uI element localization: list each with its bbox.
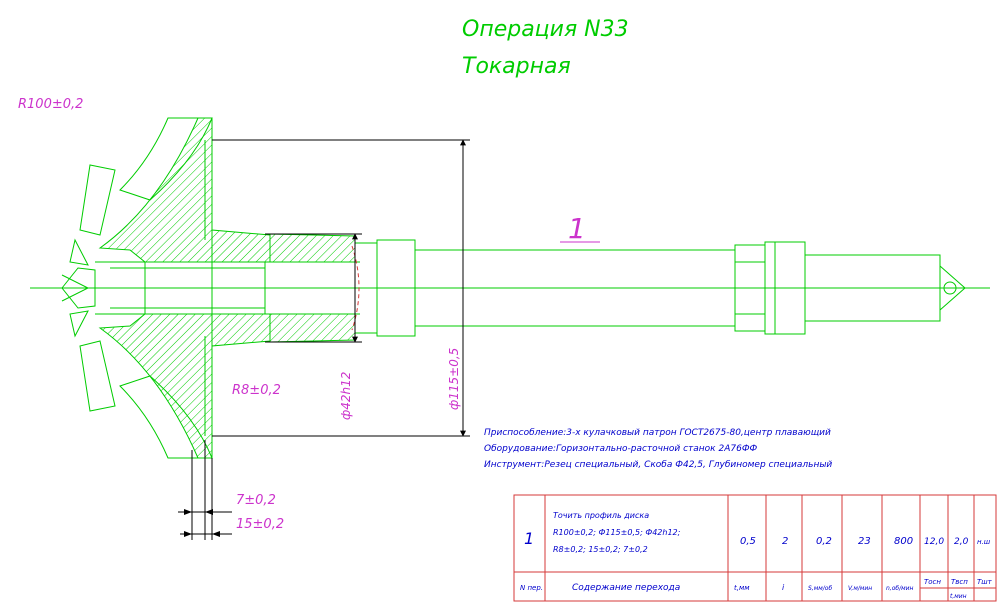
note-fixture: Приспособление:3-х кулачковый патрон ГОС… <box>484 428 831 438</box>
table-cell-2: 2 <box>782 536 788 547</box>
table-header-2: i <box>782 583 785 592</box>
dim-d115-label: ф115±0,5 <box>447 348 461 410</box>
table-header-7: Твсп <box>951 578 968 586</box>
table-row-num: 1 <box>524 529 534 548</box>
operation-title: Операция N33 <box>462 17 629 42</box>
table-cell-3: 0,2 <box>816 536 832 547</box>
dim-d42: ф42h12 <box>265 233 362 420</box>
table-header-5: n,об/мин <box>886 585 914 592</box>
table-cell-7: 2,0 <box>954 537 969 547</box>
dim-d115: ф115±0,5 <box>212 139 470 437</box>
surface-marker: 1 <box>560 212 600 245</box>
table-header-4: V,м/мин <box>848 585 872 592</box>
operation-type: Токарная <box>462 54 571 79</box>
table-cell-8: н.ш <box>977 538 991 546</box>
dim-d42-label: ф42h12 <box>339 372 353 420</box>
dim-r100-label: R100±0,2 <box>18 97 83 112</box>
table-cell-5: 800 <box>894 536 913 547</box>
table-cell-1: 0,5 <box>740 536 756 547</box>
table-row-content-1: Точить профиль диска <box>553 511 649 520</box>
note-equipment: Оборудование:Горизонтально-расточной ста… <box>484 444 758 454</box>
table-header-6: Тосн <box>924 578 941 586</box>
note-tool: Инструмент:Резец специальный, Скоба Ф42,… <box>484 460 832 470</box>
table-header-content: Содержание перехода <box>572 583 680 593</box>
table-row-content-2: R100±0,2; Ф115±0,5; Ф42h12; <box>553 528 681 537</box>
table-header-sub: t,мин <box>950 593 967 600</box>
dim-15-label: 15±0,2 <box>236 517 284 532</box>
dim-7-label: 7±0,2 <box>236 493 276 508</box>
table-header-num: N пер. <box>520 584 543 592</box>
table-cell-6: 12,0 <box>924 537 944 547</box>
table-header-1: t,мм <box>734 584 750 592</box>
dim-bottom: 7±0,2 15±0,2 <box>178 440 284 540</box>
surface-marker-number: 1 <box>568 212 586 245</box>
shaft <box>354 239 966 337</box>
process-table: 1 Точить профиль диска R100±0,2; Ф115±0,… <box>513 494 997 602</box>
table-header-8: Тшт <box>977 578 993 586</box>
table-cell-4: 23 <box>858 536 871 547</box>
table-header-3: S,мм/об <box>808 585 832 592</box>
dim-r8-label: R8±0,2 <box>232 383 281 398</box>
table-row-content-3: R8±0,2; 15±0,2; 7±0,2 <box>553 545 648 554</box>
